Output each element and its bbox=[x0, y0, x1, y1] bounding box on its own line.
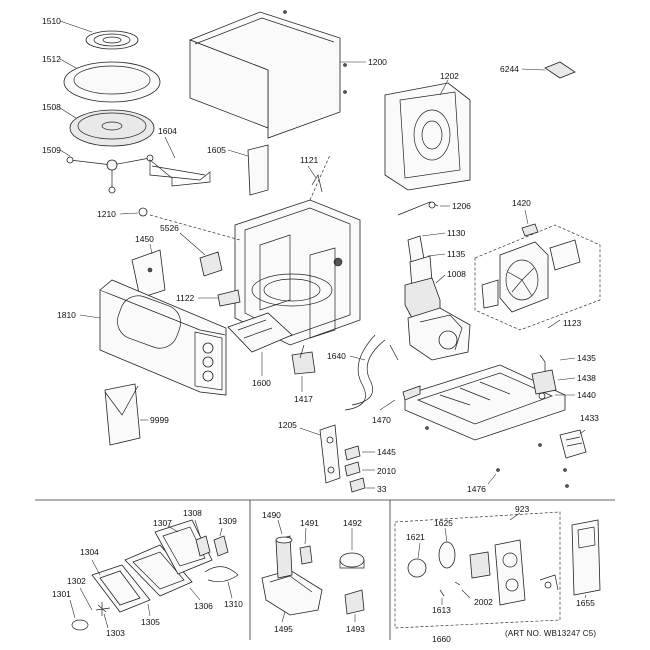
label-1307: 1307 bbox=[153, 518, 172, 528]
part-6244 bbox=[521, 61, 576, 79]
label-1510: 1510 bbox=[42, 16, 61, 26]
outer-case bbox=[188, 10, 366, 139]
label-33: 33 bbox=[377, 484, 387, 494]
label-1433: 1433 bbox=[580, 413, 599, 423]
bracket-1605 bbox=[227, 144, 269, 196]
base-plate bbox=[379, 364, 566, 472]
label-5526: 5526 bbox=[160, 223, 179, 233]
door-parts-kit bbox=[69, 519, 239, 631]
label-1605: 1605 bbox=[207, 145, 226, 155]
label-1310: 1310 bbox=[224, 599, 243, 609]
damper-parts bbox=[261, 519, 365, 623]
part-5526 bbox=[179, 232, 223, 277]
label-1210: 1210 bbox=[97, 209, 116, 219]
label-923: 923 bbox=[515, 504, 529, 514]
label-1306: 1306 bbox=[194, 601, 213, 611]
label-9999: 9999 bbox=[150, 415, 169, 425]
label-1301: 1301 bbox=[52, 589, 71, 599]
part-1121 bbox=[307, 165, 323, 193]
turntable-drive-parts bbox=[59, 20, 161, 194]
label-1308: 1308 bbox=[183, 508, 202, 518]
label-1135: 1135 bbox=[447, 249, 466, 259]
part-1210 bbox=[119, 207, 148, 217]
label-1640: 1640 bbox=[327, 351, 346, 361]
label-1509: 1509 bbox=[42, 145, 61, 155]
label-1309: 1309 bbox=[218, 516, 237, 526]
part-1450 bbox=[131, 243, 166, 299]
label-1621: 1621 bbox=[406, 532, 425, 542]
label-1491: 1491 bbox=[300, 518, 319, 528]
oven-cavity bbox=[149, 154, 361, 346]
part-1206 bbox=[397, 201, 450, 216]
label-2002: 2002 bbox=[474, 597, 493, 607]
magnetron-stack bbox=[404, 232, 471, 361]
section-dividers bbox=[35, 499, 615, 640]
label-1600: 1600 bbox=[252, 378, 271, 388]
label-1445: 1445 bbox=[377, 447, 396, 457]
part-1122 bbox=[198, 289, 241, 307]
part-labels: 1510 1512 1508 1509 1604 1605 1200 1202 … bbox=[42, 16, 599, 644]
label-1604: 1604 bbox=[158, 126, 177, 136]
label-1438: 1438 bbox=[577, 373, 596, 383]
door-assembly bbox=[79, 279, 227, 396]
label-1205: 1205 bbox=[278, 420, 297, 430]
label-1492: 1492 bbox=[343, 518, 362, 528]
label-1130: 1130 bbox=[447, 228, 466, 238]
art-number: (ART NO. WB13247 C5) bbox=[505, 629, 596, 638]
label-1200: 1200 bbox=[368, 57, 387, 67]
label-1008: 1008 bbox=[447, 269, 466, 279]
label-6244: 6244 bbox=[500, 64, 519, 74]
label-1660: 1660 bbox=[432, 634, 451, 644]
label-1305: 1305 bbox=[141, 617, 160, 627]
wire-harness bbox=[344, 334, 399, 411]
label-1508: 1508 bbox=[42, 102, 61, 112]
label-1304: 1304 bbox=[80, 547, 99, 557]
interlock-switches bbox=[299, 424, 375, 493]
label-1476: 1476 bbox=[467, 484, 486, 494]
transformer bbox=[559, 429, 587, 459]
label-1121: 1121 bbox=[300, 155, 319, 165]
label-1123: 1123 bbox=[563, 318, 582, 328]
label-1512: 1512 bbox=[42, 54, 61, 64]
capacitor-group bbox=[531, 354, 576, 400]
turntable-motor-tray bbox=[227, 312, 316, 392]
fan-assembly bbox=[474, 209, 601, 331]
label-1122: 1122 bbox=[176, 293, 195, 303]
label-1440: 1440 bbox=[577, 390, 596, 400]
label-1493: 1493 bbox=[346, 624, 365, 634]
back-panel bbox=[384, 79, 471, 191]
label-1420: 1420 bbox=[512, 198, 531, 208]
label-1625: 1625 bbox=[434, 518, 453, 528]
label-1302: 1302 bbox=[67, 576, 86, 586]
label-1490: 1490 bbox=[262, 510, 281, 520]
label-2010: 2010 bbox=[377, 466, 396, 476]
label-1495: 1495 bbox=[274, 624, 293, 634]
label-1206: 1206 bbox=[452, 201, 471, 211]
label-1450: 1450 bbox=[135, 234, 154, 244]
control-kit bbox=[394, 511, 601, 629]
label-1202: 1202 bbox=[440, 71, 459, 81]
label-1417: 1417 bbox=[294, 394, 313, 404]
label-1613: 1613 bbox=[432, 605, 451, 615]
label-1470: 1470 bbox=[372, 415, 391, 425]
label-1303: 1303 bbox=[106, 628, 125, 638]
label-1810: 1810 bbox=[57, 310, 76, 320]
owners-manual bbox=[104, 383, 148, 446]
feet bbox=[487, 468, 569, 488]
grill-heater bbox=[149, 136, 211, 187]
label-1435: 1435 bbox=[577, 353, 596, 363]
label-1655: 1655 bbox=[576, 598, 595, 608]
